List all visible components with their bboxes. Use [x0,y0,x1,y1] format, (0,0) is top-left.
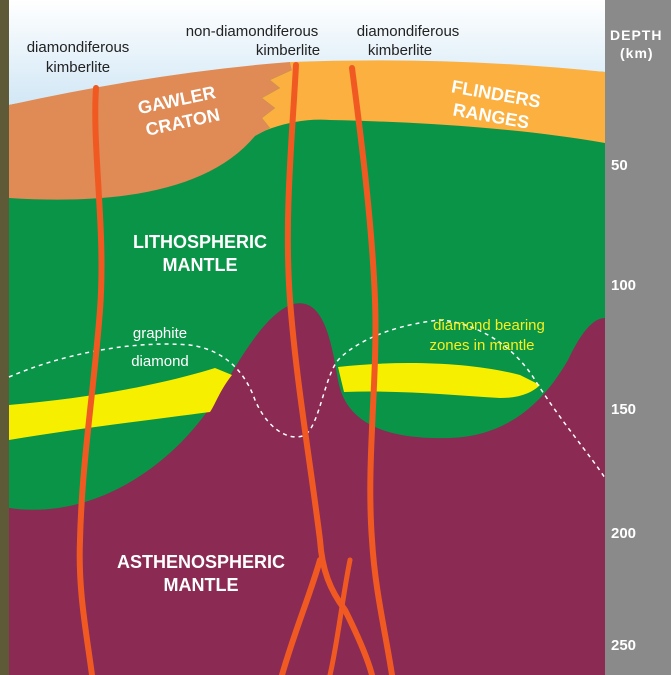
right-kimberlite-label-line2: kimberlite [368,42,432,59]
asthenospheric-mantle-label-line1: ASTHENOSPHERIC [117,552,285,572]
depth-tick-250: 250 [611,637,636,654]
depth-tick-50: 50 [611,157,628,174]
depth-tick-100: 100 [611,277,636,294]
depth-tick-150: 150 [611,401,636,418]
depth-tick-200: 200 [611,525,636,542]
depth-bar [605,0,671,675]
diamond-label: diamond [131,353,189,370]
asthenospheric-mantle-label-line2: MANTLE [164,575,239,595]
left-kimberlite-label-line1: diamondiferous [27,39,130,56]
left-kimberlite-label-line2: kimberlite [46,59,110,76]
lithospheric-mantle-label-line2: MANTLE [163,255,238,275]
diamond-bearing-label-line2: zones in mantle [429,337,534,354]
depth-axis-title-line1: DEPTH [610,27,662,43]
right-kimberlite-label-line1: diamondiferous [357,23,460,40]
depth-axis-title-line2: (km) [620,45,654,61]
depth-axis: DEPTH (km) 50 100 150 200 250 [605,0,671,675]
middle-kimberlite-label-line2: kimberlite [256,42,320,59]
lithospheric-mantle-label-line1: LITHOSPHERIC [133,232,267,252]
diamond-bearing-label-line1: diamond bearing [433,317,545,334]
middle-kimberlite-label-line1: non-diamondiferous [186,23,319,40]
graphite-label: graphite [133,325,187,342]
